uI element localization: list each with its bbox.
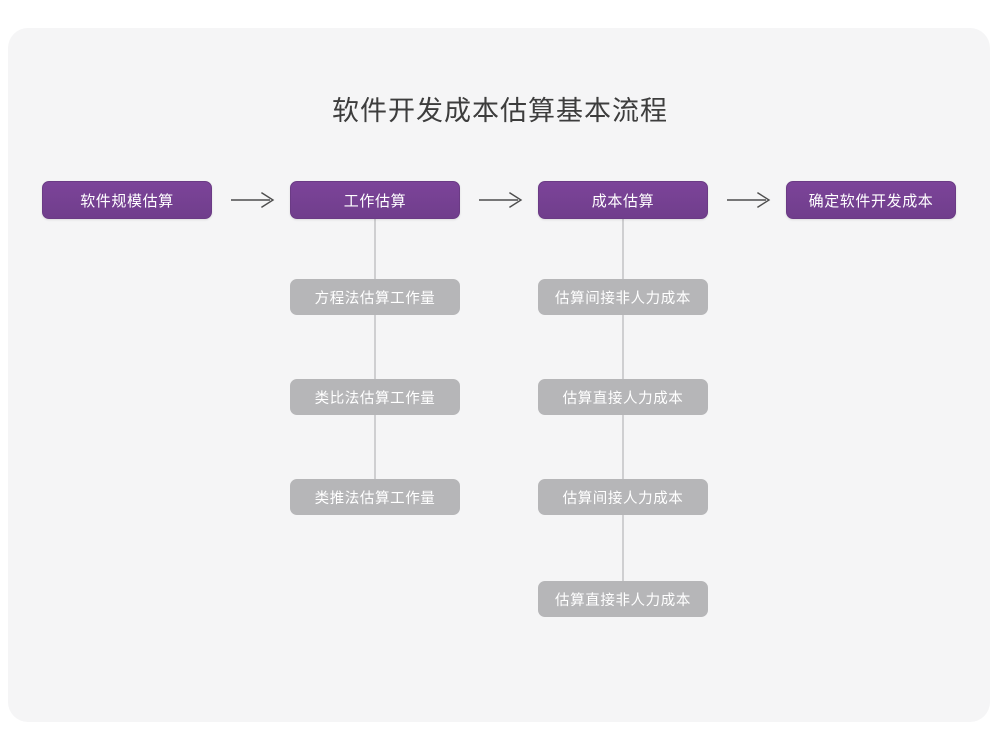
arrow-right-icon	[726, 190, 774, 215]
flow-node-label: 软件规模估算	[80, 192, 174, 210]
arrow-right-icon	[230, 190, 278, 215]
connector-stage-2	[374, 214, 376, 514]
flow-node-label: 工作估算	[343, 192, 407, 210]
flow-node-stage-1[interactable]: 软件规模估算	[42, 181, 212, 219]
flow-node-stage-3-child-4[interactable]: 估算直接非人力成本	[538, 581, 708, 617]
flow-node-stage-3-child-1[interactable]: 估算间接非人力成本	[538, 279, 708, 315]
flow-node-stage-2-child-1[interactable]: 方程法估算工作量	[290, 279, 460, 315]
flow-node-label: 估算间接人力成本	[562, 490, 684, 507]
flow-node-stage-2-child-2[interactable]: 类比法估算工作量	[290, 379, 460, 415]
flow-node-label: 方程法估算工作量	[314, 290, 436, 307]
page-title: 软件开发成本估算基本流程	[332, 96, 668, 126]
flow-node-label: 估算直接非人力成本	[555, 592, 691, 609]
diagram-card	[8, 28, 990, 722]
flow-node-stage-2[interactable]: 工作估算	[290, 181, 460, 219]
flow-node-stage-3-child-3[interactable]: 估算间接人力成本	[538, 479, 708, 515]
flow-node-stage-2-child-3[interactable]: 类推法估算工作量	[290, 479, 460, 515]
flow-node-label: 估算直接人力成本	[562, 390, 684, 407]
flow-node-label: 类比法估算工作量	[314, 390, 436, 407]
connector-stage-3	[622, 214, 624, 616]
flow-node-stage-3[interactable]: 成本估算	[538, 181, 708, 219]
flow-node-stage-4[interactable]: 确定软件开发成本	[786, 181, 956, 219]
arrow-right-icon	[478, 190, 526, 215]
flow-node-label: 类推法估算工作量	[314, 490, 436, 507]
flow-node-label: 估算间接非人力成本	[555, 290, 691, 307]
flow-node-stage-3-child-2[interactable]: 估算直接人力成本	[538, 379, 708, 415]
flow-node-label: 成本估算	[591, 192, 655, 210]
flow-node-label: 确定软件开发成本	[808, 192, 934, 210]
